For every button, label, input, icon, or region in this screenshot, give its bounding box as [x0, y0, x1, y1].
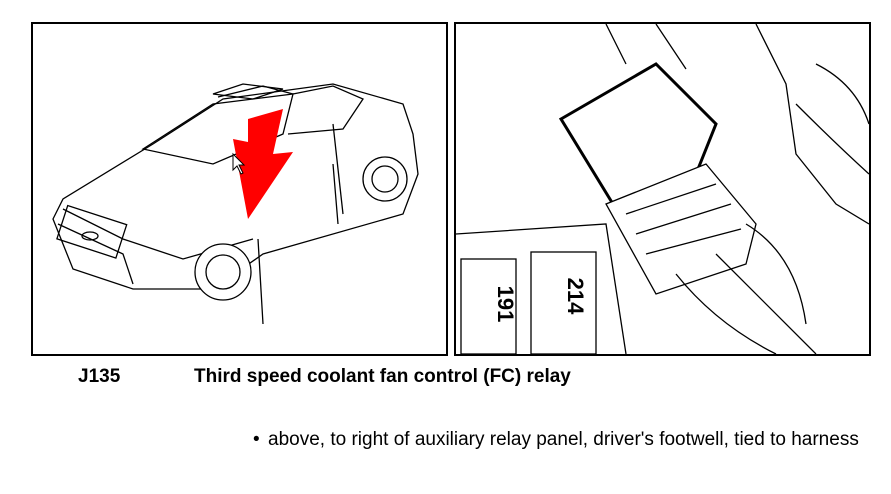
vehicle-location-illustration — [31, 22, 448, 356]
relay-label-191: 191 — [493, 286, 518, 323]
relay-detail-illustration: 191 214 — [454, 22, 871, 356]
relay-label-214: 214 — [563, 278, 588, 315]
mouse-cursor-icon — [232, 152, 246, 175]
bullet-icon: • — [253, 429, 260, 450]
location-text: above, to right of auxiliary relay panel… — [268, 429, 859, 450]
component-title: Third speed coolant fan control (FC) rel… — [194, 366, 571, 387]
car-drawing — [52, 83, 419, 325]
location-arrow — [233, 109, 293, 219]
relay-drawing: 191 214 — [456, 24, 869, 354]
component-code: J135 — [78, 366, 121, 387]
location-bullet-item: • above, to right of auxiliary relay pan… — [253, 427, 888, 453]
